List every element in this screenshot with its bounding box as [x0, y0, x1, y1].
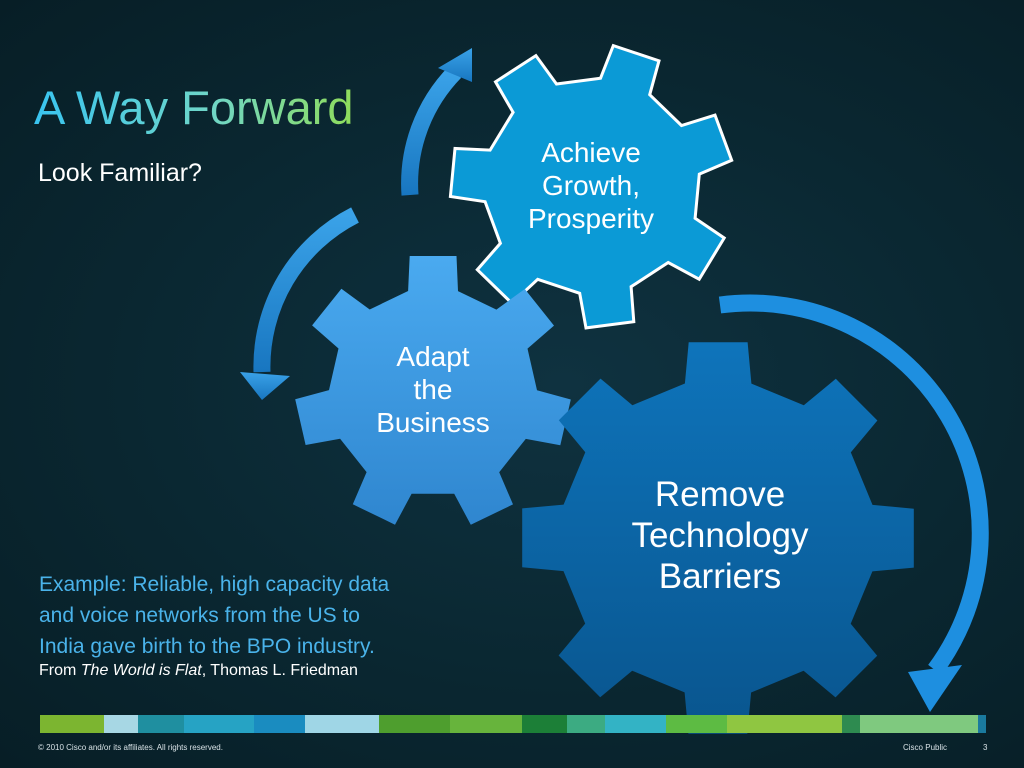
cycle-arrow-top	[401, 48, 472, 196]
color-bar-segment	[665, 715, 728, 733]
color-bar-segment	[378, 715, 451, 733]
slide-subtitle: Look Familiar?	[38, 159, 202, 187]
gear-remove-barriers	[522, 342, 914, 734]
example-line: and voice networks from the US to	[39, 604, 360, 627]
source-author: , Thomas L. Friedman	[201, 662, 358, 679]
arrowhead-icon	[240, 372, 290, 400]
color-bar-segment	[841, 715, 861, 733]
slide-title: A Way Forward	[34, 81, 354, 134]
footer-color-bar	[40, 715, 987, 733]
gear-label-remove-barriers: Remove Technology Barriers	[590, 474, 850, 597]
gear-label-achieve-growth: Achieve Growth, Prosperity	[502, 136, 680, 235]
gear-adapt-business	[295, 256, 571, 525]
source-prefix: From	[39, 662, 81, 679]
gear-achieve-growth	[448, 43, 734, 330]
gear-label-line: Technology	[631, 516, 809, 555]
color-bar-segment	[566, 715, 605, 733]
gear-label-line: Barriers	[658, 557, 782, 596]
color-bar-segment	[450, 715, 522, 733]
gear-label-line: Growth,	[541, 170, 641, 201]
gear-label-line: Achieve	[541, 137, 641, 168]
color-bar-segment	[977, 715, 987, 733]
color-bar-segment	[253, 715, 305, 733]
color-bar-segment	[104, 715, 139, 733]
color-bar-segment	[304, 715, 379, 733]
example-text: Example: Reliable, high capacity data an…	[39, 569, 519, 662]
gear-label-line: the	[413, 374, 453, 405]
gear-label-line: Business	[376, 407, 490, 438]
gear-label-line: Adapt	[396, 341, 470, 372]
cycle-arrow-large	[718, 294, 989, 712]
color-bar-segment	[860, 715, 978, 733]
example-line: India gave birth to the BPO industry.	[39, 635, 375, 658]
arrowhead-icon	[908, 665, 962, 712]
cycle-arrow-left	[240, 207, 359, 400]
page-number: 3	[983, 743, 988, 752]
color-bar-segment	[40, 715, 105, 733]
arrowhead-icon	[438, 48, 472, 82]
source-citation: From The World is Flat, Thomas L. Friedm…	[39, 660, 358, 682]
color-bar-segment	[138, 715, 185, 733]
gear-label-line: Prosperity	[527, 203, 655, 234]
gear-label-line: Remove	[654, 475, 786, 514]
example-line: Example: Reliable, high capacity data	[39, 573, 390, 596]
gear-label-adapt-business: Adapt the Business	[352, 340, 514, 439]
color-bar-segment	[604, 715, 666, 733]
source-book-title: The World is Flat	[80, 662, 202, 679]
footer-copyright: © 2010 Cisco and/or its affiliates. All …	[38, 743, 223, 752]
footer-classification: Cisco Public	[903, 743, 948, 752]
color-bar-segment	[727, 715, 842, 733]
color-bar-segment	[521, 715, 567, 733]
color-bar-segment	[184, 715, 254, 733]
